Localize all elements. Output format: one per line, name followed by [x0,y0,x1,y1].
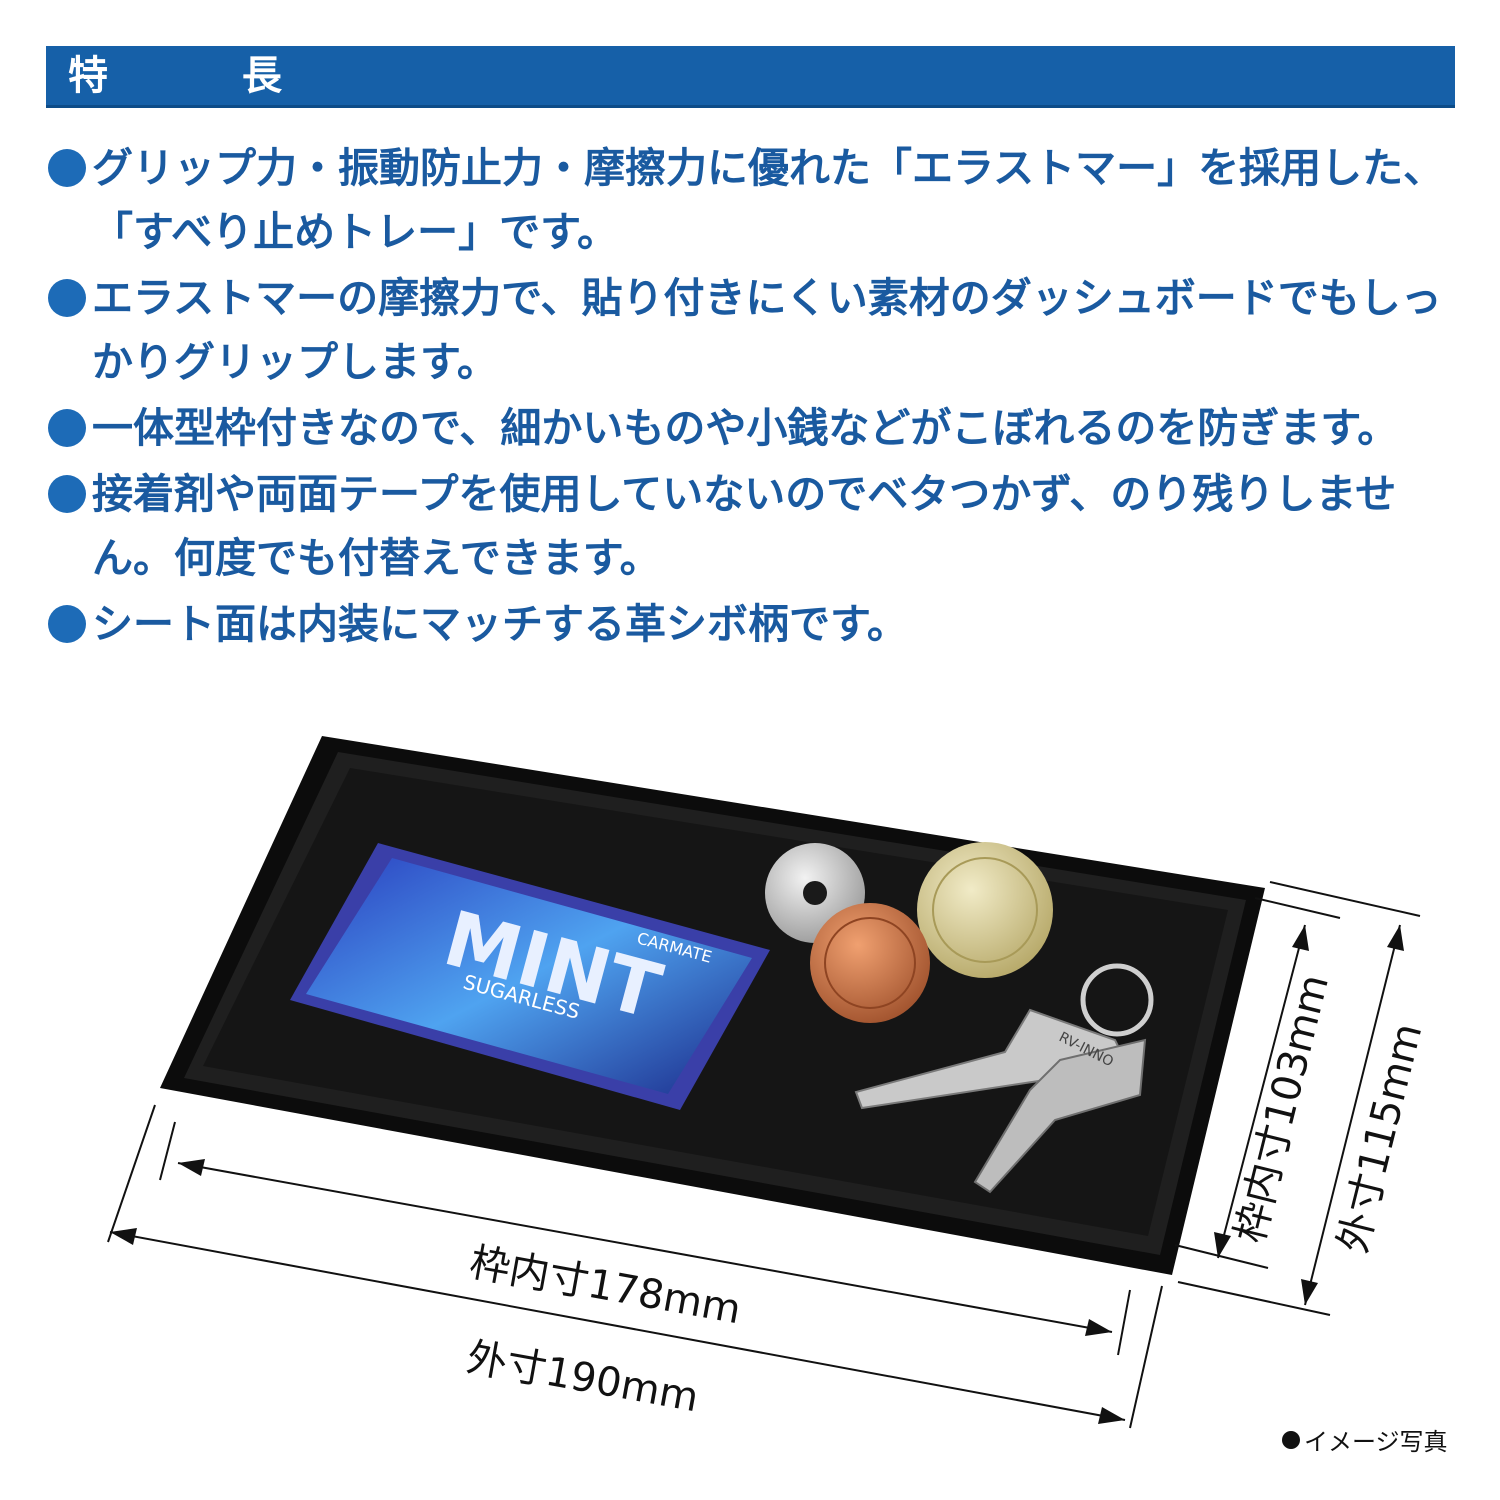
feature-item: グリップ力・振動防止力・摩擦力に優れた「エラストマー」を採用した、「すべり止めト… [46,136,1466,264]
feature-list: グリップ力・振動防止力・摩擦力に優れた「エラストマー」を採用した、「すべり止めト… [46,136,1466,658]
bullet-icon [48,475,86,513]
dim-outer-width-label: 外寸190mm [463,1335,702,1422]
feature-text: グリップ力・振動防止力・摩擦力に優れた「エラストマー」を採用した、「すべり止めト… [92,144,1445,256]
image-caption: イメージ写真 [1282,1422,1448,1457]
bullet-icon [48,279,86,317]
bullet-icon [48,149,86,187]
feature-text: シート面は内装にマッチする革シボ柄です。 [92,600,908,648]
feature-item: エラストマーの摩擦力で、貼り付きにくい素材のダッシュボードでもしっかりグリップし… [46,266,1466,394]
dim-inner-width-label: 枠内寸178mm [466,1240,744,1334]
coin-copper [810,903,930,1023]
caption-bullet-icon [1282,1430,1300,1449]
bullet-icon [48,605,86,643]
dim-outer-depth-label: 外寸115mm [1330,1019,1431,1257]
feature-text: 一体型枠付きなので、細かいものや小銭などがこぼれるのを防ぎます。 [92,404,1399,452]
feature-text: 接着剤や両面テープを使用していないのでベタつかず、のり残りしません。何度でも付替… [92,470,1397,582]
section-title: 特 長 [68,53,342,99]
keys: RV-INNO [854,963,1154,1194]
dim-inner-depth-label: 枠内寸103mm [1227,970,1338,1247]
feature-item: 接着剤や両面テープを使用していないのでベタつかず、のり残りしません。何度でも付替… [46,462,1466,590]
caption-text: イメージ写真 [1304,1428,1448,1456]
coin-gold [917,842,1053,978]
feature-item: 一体型枠付きなので、細かいものや小銭などがこぼれるのを防ぎます。 [46,396,1466,460]
mint-card: CARMATE MINT SUGARLESS [290,843,770,1110]
bullet-icon [48,409,86,447]
header-bar: 特 長 [46,46,1455,108]
feature-item: シート面は内装にマッチする革シボ柄です。 [46,592,1466,656]
feature-text: エラストマーの摩擦力で、貼り付きにくい素材のダッシュボードでもしっかりグリップし… [92,274,1442,386]
